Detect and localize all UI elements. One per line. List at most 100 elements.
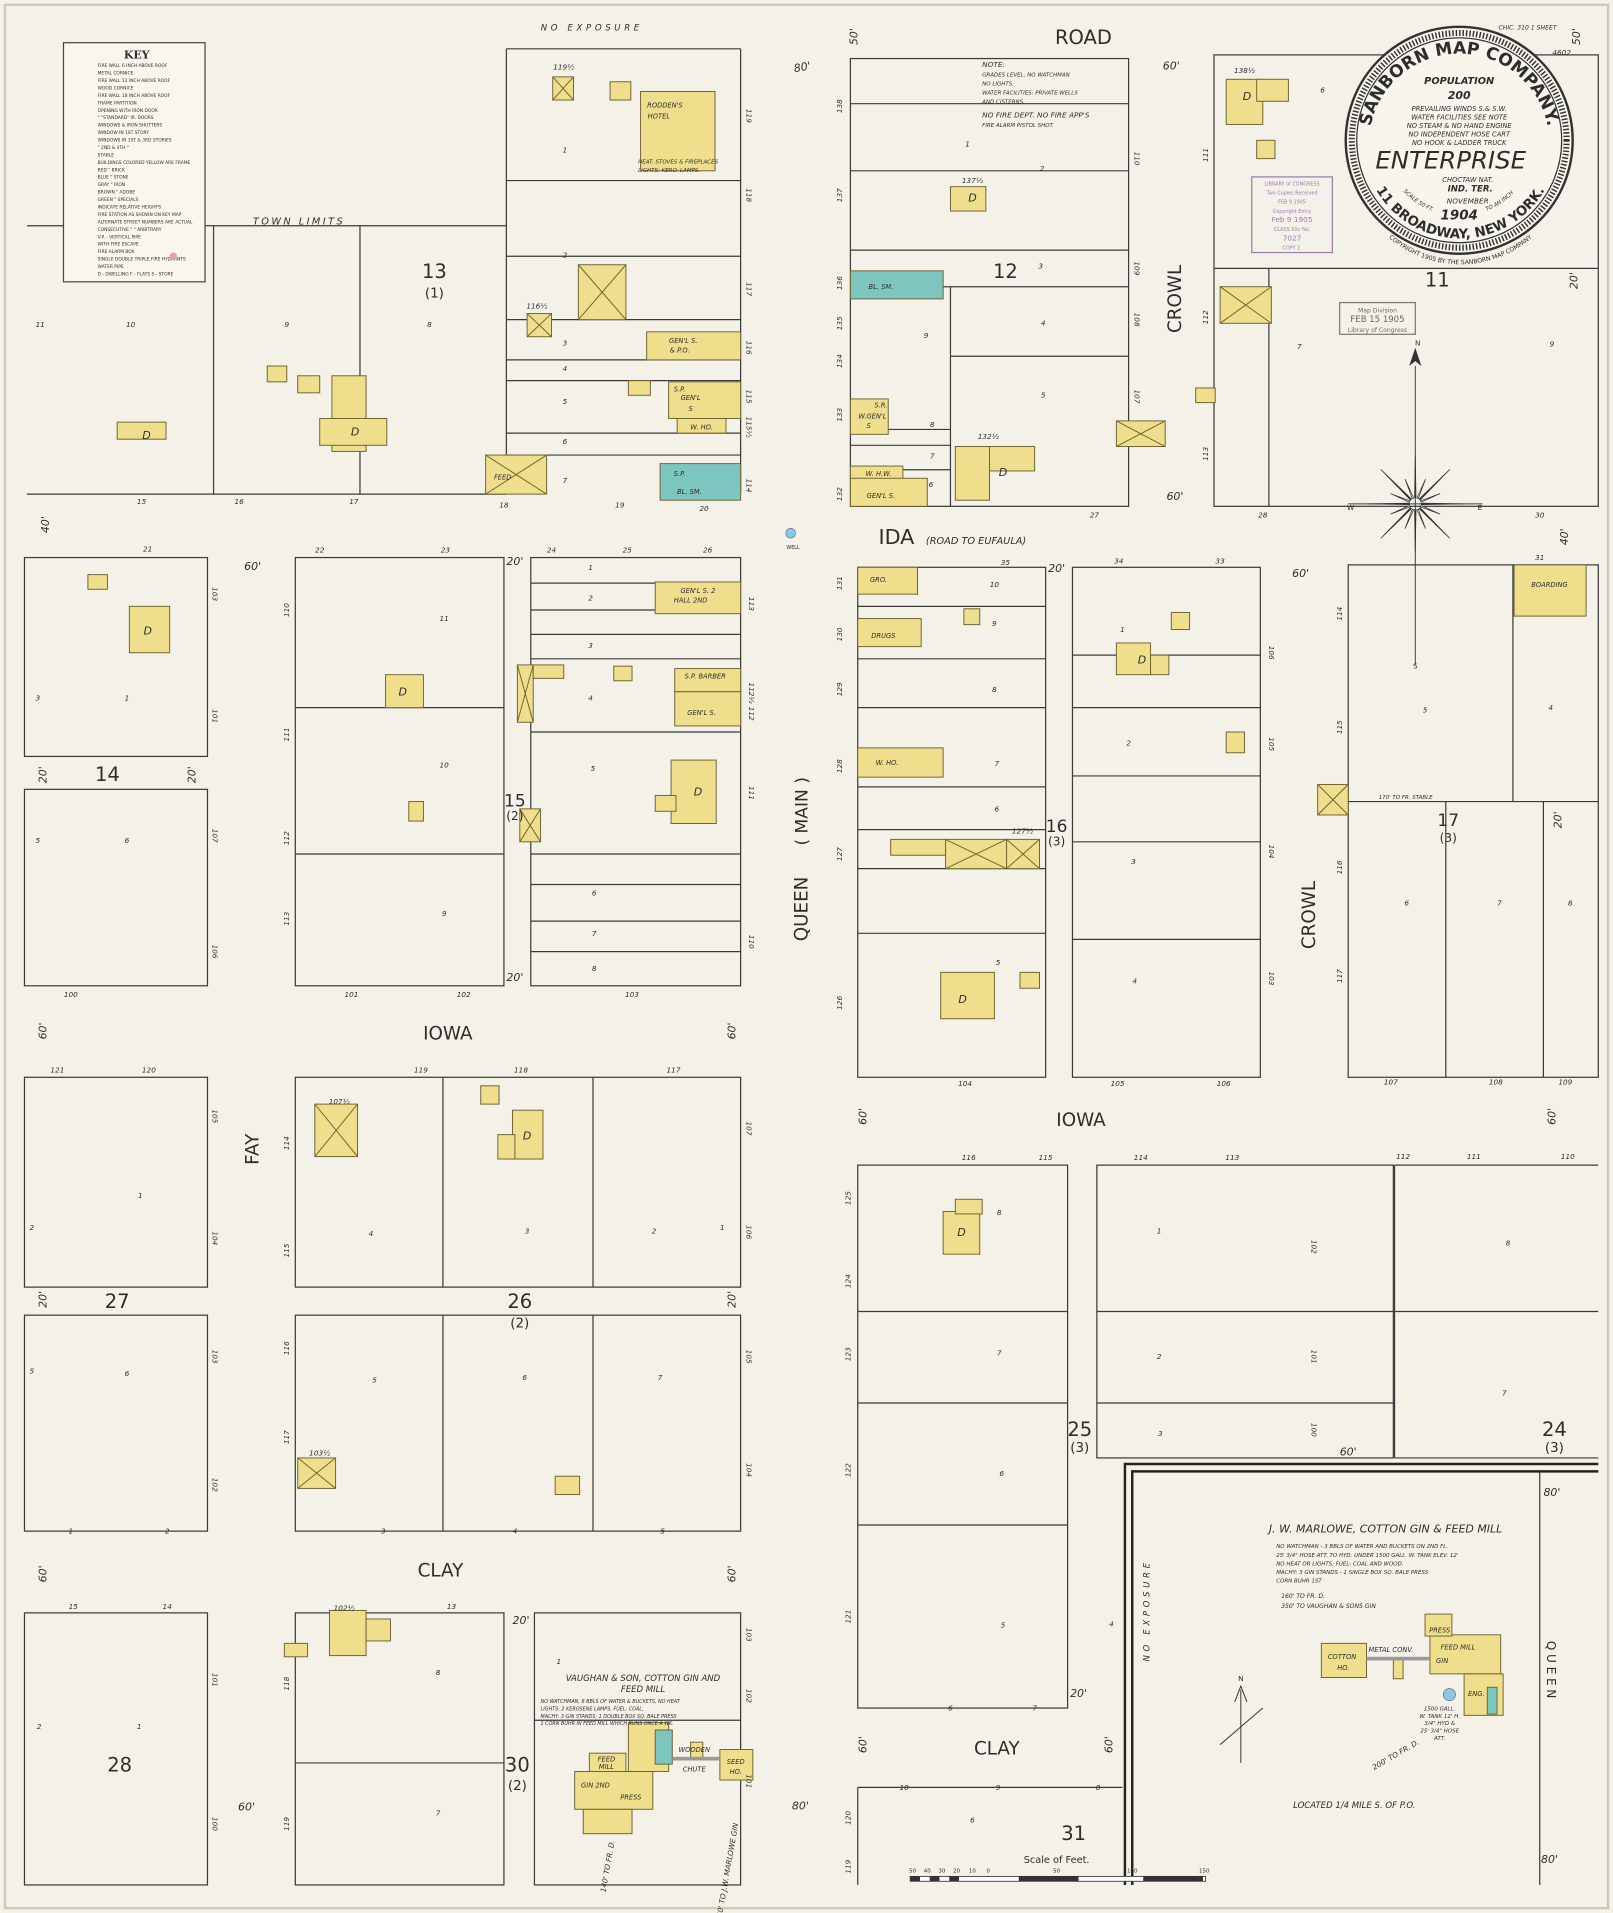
seal-text: NOVEMBER (1447, 197, 1489, 206)
block-number: 30 (505, 1753, 530, 1776)
lot-number: 7 (563, 476, 568, 485)
note-text: 1500 GALL. (1424, 1706, 1456, 1712)
address-number: 138½ (1234, 66, 1255, 75)
frame-building-crossed (314, 1103, 359, 1158)
frame-building (609, 81, 632, 101)
key-line: RED " BRICK (98, 167, 125, 173)
address-number: 23 (441, 546, 451, 555)
address-number: 103 (625, 990, 639, 999)
compass-n: N (1238, 1674, 1243, 1683)
frontage-dimension: 20' (726, 1291, 739, 1308)
building-label: RODDEN'S (647, 101, 683, 109)
note-text: 25' 3/4" HOSE (1420, 1728, 1459, 1734)
key-line: WINDOW IN 1ST STORY (98, 130, 150, 136)
key-line: BLUE " STONE (98, 175, 129, 181)
address-number: 127½ (1012, 826, 1033, 835)
lot-number: 1 (965, 139, 970, 148)
address-number: 118 (514, 1065, 528, 1074)
scale-tick: 0 (987, 1869, 991, 1875)
stamp-text: Library of Congress (1348, 327, 1407, 334)
lot-number: 11 (36, 320, 45, 329)
frame-building (857, 566, 919, 595)
stamp-text: CLASS XXc No. (1274, 227, 1311, 233)
lot-number: 7 (930, 452, 935, 461)
scale-tick: 30 (938, 1869, 945, 1875)
street-lot-lines (3, 3, 1610, 1910)
address-number: 112 (282, 831, 291, 845)
well-icon (785, 527, 796, 539)
building-label: HALL 2ND (674, 597, 708, 605)
address-number: 114 (1335, 606, 1344, 620)
building-label: COTTON (1328, 1653, 1356, 1661)
building-label: GEN'L S. (669, 337, 698, 345)
note-text: WATER FACILITIES: PRIVATE WELLS (982, 91, 1078, 97)
address-number: 104 (958, 1079, 972, 1088)
frame-building (1429, 1634, 1502, 1675)
scale-tick: 50 (909, 1869, 916, 1875)
building-label: D (143, 624, 151, 637)
address-number: 112 (747, 707, 756, 721)
block-outline (294, 1314, 742, 1532)
seal-text: 200 (1448, 89, 1471, 102)
address-number: 132 (835, 487, 844, 501)
building-label: D (523, 1130, 531, 1143)
block-number: 26 (507, 1290, 532, 1313)
address-number: 109 (1558, 1078, 1572, 1087)
building-label: S (688, 405, 693, 413)
address-number: 111 (1467, 1152, 1481, 1161)
address-number: 1 (68, 1527, 73, 1536)
key-line: GREEN " SPECIALS (98, 197, 139, 203)
block-outline (23, 788, 209, 987)
lot-number: 5 (29, 1367, 34, 1376)
address-number: 18 (499, 501, 509, 510)
address-number: 135 (835, 316, 844, 330)
lot-number: 1 (588, 563, 593, 572)
frame-building (1320, 1642, 1367, 1679)
lot-number: 6 (592, 888, 597, 897)
street-name: ROAD (1055, 26, 1112, 49)
building-label: S.P. BARBER (685, 672, 726, 680)
street-name: CLAY (418, 1560, 464, 1581)
lot-number: 9 (992, 619, 997, 628)
key-line: BROWN " ADOBE (98, 190, 136, 196)
address-number: 102 (457, 990, 471, 999)
frame-building (989, 446, 1036, 472)
lot-number: 5 (1001, 1621, 1006, 1630)
address-number: 105 (1267, 737, 1276, 751)
compass-w: W (1347, 503, 1354, 512)
building-label: METAL CONV. (1368, 1646, 1413, 1654)
block-outline (294, 556, 505, 987)
frame-building (719, 1749, 754, 1781)
address-number: 114 (282, 1136, 291, 1150)
block-number: (1) (425, 287, 444, 302)
frame-building (87, 574, 108, 590)
address-number: 132½ (978, 432, 999, 441)
address-number: 106 (1217, 1079, 1231, 1088)
key-line: CONSECUTIVE " " ARBITRARY (98, 227, 162, 233)
lot-number: 6 (948, 1703, 953, 1712)
lot-number: 8 (992, 685, 997, 694)
address-number: 111 (747, 786, 756, 800)
lot-number: 2 (1040, 164, 1045, 173)
street-name: WELL (786, 545, 800, 551)
compass-s: S (1413, 662, 1418, 671)
frame-building (574, 1770, 654, 1810)
lot-number: 7 (1497, 898, 1502, 907)
frontage-dimension: 80' (1541, 1853, 1558, 1866)
frontage-dimension: 60' (1546, 1108, 1559, 1125)
building-label: D (968, 191, 976, 204)
address-number: 102 (745, 1689, 754, 1703)
address-number: 100 (64, 990, 78, 999)
lot-number: 6 (1404, 898, 1409, 907)
address-number: 21 (143, 544, 152, 553)
block-outline (23, 1076, 209, 1288)
block-number: 14 (95, 763, 120, 786)
address-number: 127 (835, 847, 844, 861)
frame-building (676, 417, 727, 434)
address-number: 131 (835, 576, 844, 590)
building-label: HO. (1337, 1664, 1349, 1672)
lot-number: 11 (439, 614, 448, 623)
building-label: HO. (730, 1768, 742, 1776)
address-number: 110 (1133, 152, 1142, 166)
address-number: 4 (513, 1527, 518, 1536)
